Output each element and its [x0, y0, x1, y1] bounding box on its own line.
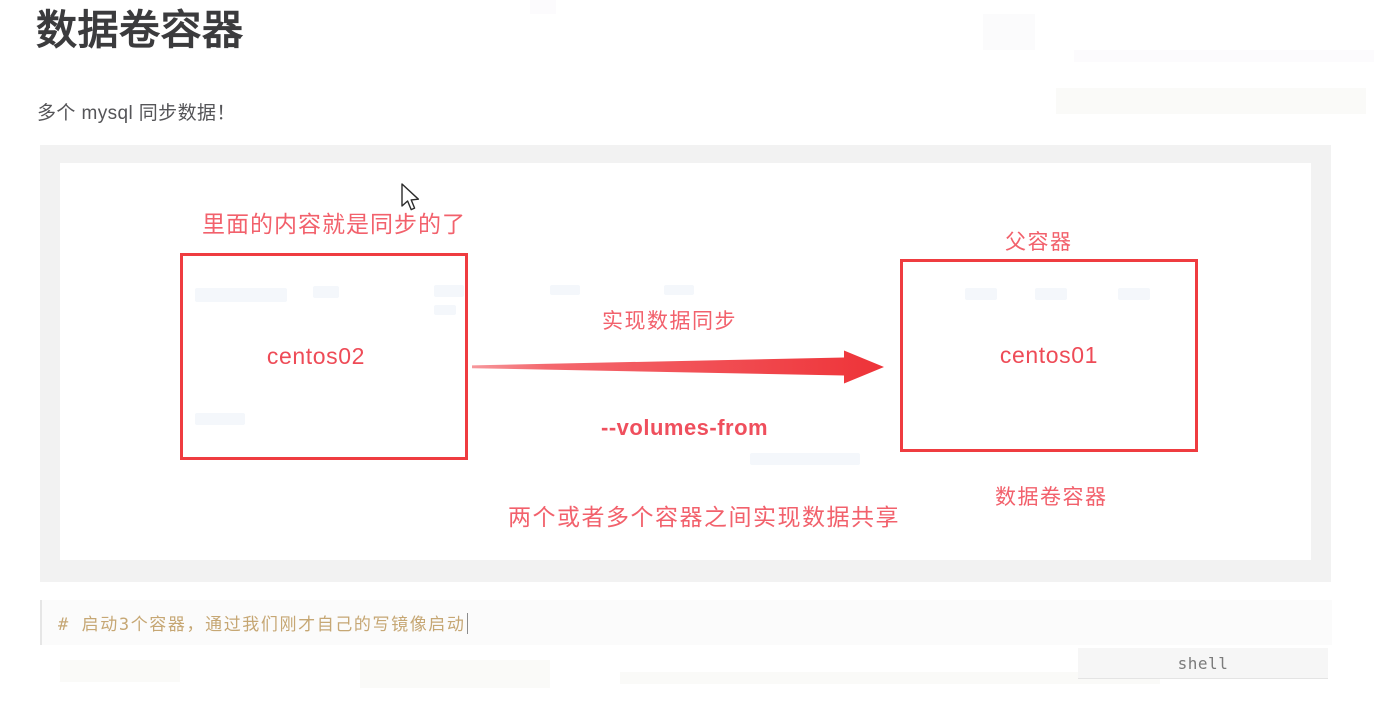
container-box-centos01[interactable]: centos01 [900, 259, 1198, 452]
background-artifact [550, 285, 580, 295]
caption-volume-container: 数据卷容器 [995, 486, 1108, 509]
diagram-canvas: centos02 centos01 里面的内容就是同步的了 父容器 数据卷容器 … [60, 163, 1311, 560]
code-language-badge-label: shell [1177, 653, 1229, 673]
background-artifact [1056, 88, 1366, 114]
container-box-centos01-label: centos01 [999, 342, 1099, 368]
page-subtitle: 多个 mysql 同步数据！ [37, 103, 236, 124]
background-artifact [530, 0, 556, 14]
background-artifact [664, 285, 694, 295]
code-block[interactable]: # 启动3个容器，通过我们刚才自己的写镜像启动 [40, 600, 1332, 645]
caption-realize-data-sync: 实现数据同步 [602, 310, 737, 333]
caption-data-sharing: 两个或者多个容器之间实现数据共享 [508, 504, 900, 530]
background-artifact [750, 453, 860, 465]
caption-parent-container: 父容器 [1005, 231, 1073, 254]
container-box-centos02[interactable]: centos02 [180, 253, 468, 460]
caption-sync-note: 里面的内容就是同步的了 [202, 211, 466, 237]
data-sync-arrow-icon [472, 350, 884, 384]
code-comment-text: # 启动3个容器，通过我们刚才自己的写镜像启动 [58, 615, 466, 635]
page-title: 数据卷容器 [36, 7, 244, 53]
background-artifact [360, 660, 550, 688]
container-box-centos02-label: centos02 [266, 343, 366, 369]
background-artifact [988, 14, 1034, 24]
background-artifact [1074, 50, 1374, 62]
background-artifact [983, 14, 1035, 50]
text-caret [466, 613, 469, 634]
code-language-badge: shell [1078, 648, 1328, 679]
caption-volumes-from-flag: --volumes-from [601, 415, 769, 440]
diagram-figure: centos02 centos01 里面的内容就是同步的了 父容器 数据卷容器 … [40, 145, 1331, 582]
background-artifact [60, 660, 180, 682]
code-comment-line: # 启动3个容器，通过我们刚才自己的写镜像启动 [58, 610, 469, 635]
